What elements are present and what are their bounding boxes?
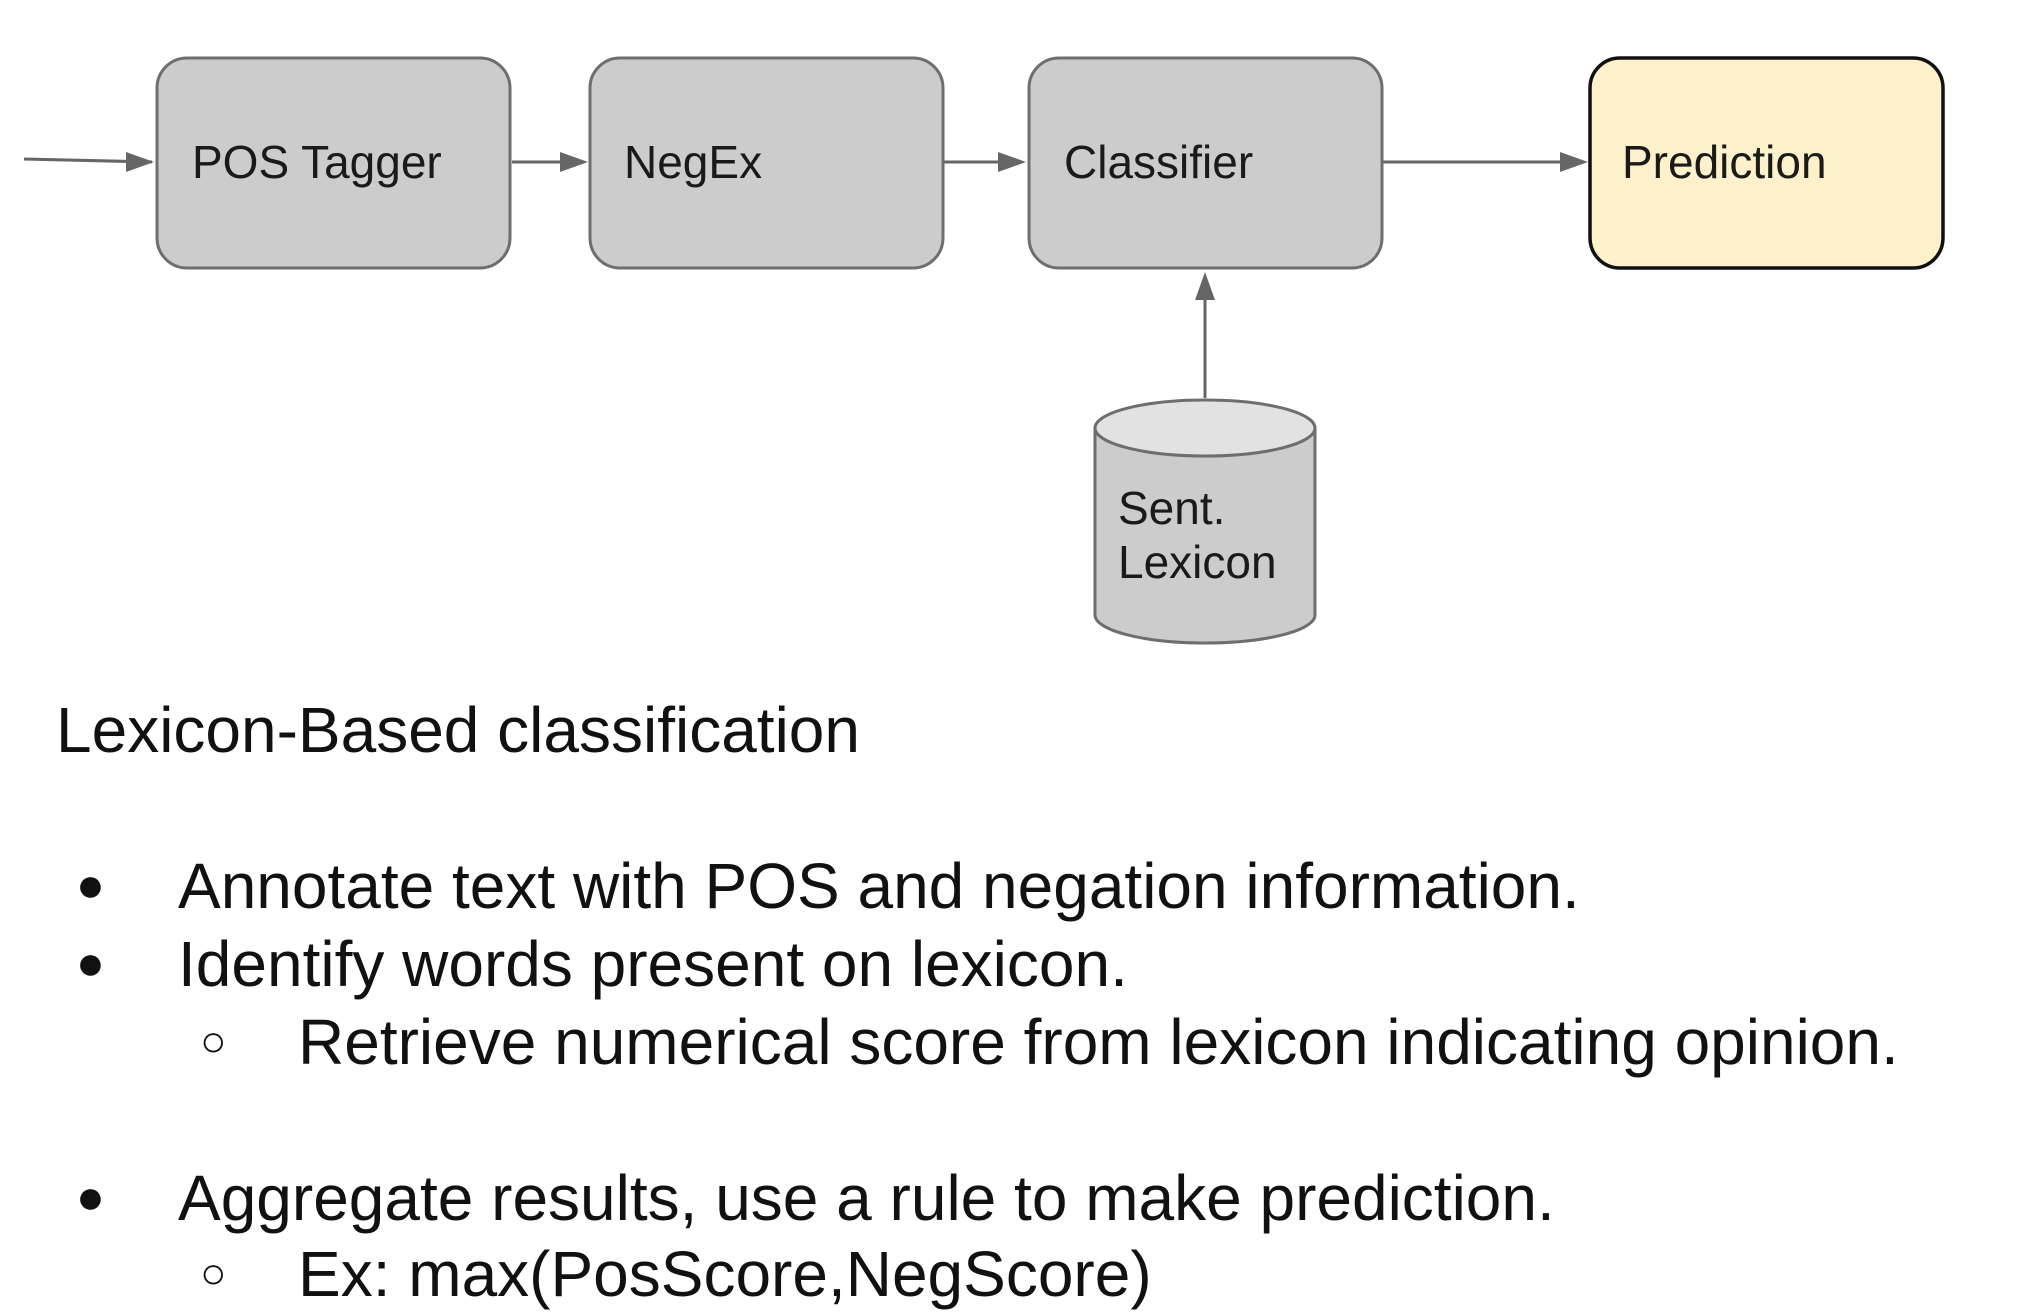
node-prediction: Prediction (1588, 56, 1945, 270)
lexicon-label-line2: Lexicon (1118, 536, 1277, 588)
list-item: ○ Retrieve numerical score from lexicon … (0, 1004, 2044, 1080)
arrowhead-lexicon-to-classifier (1195, 272, 1215, 300)
bullet-text: Identify words present on lexicon. (178, 928, 1128, 1000)
section-title: Lexicon-Based classification (56, 694, 860, 766)
pos-tagger-box (155, 56, 512, 270)
prediction-label: Prediction (1622, 136, 1827, 188)
bullet-text: Aggregate results, use a rule to make pr… (178, 1162, 1555, 1234)
node-classifier: Classifier (1027, 56, 1384, 270)
negex-label: NegEx (624, 136, 762, 188)
arrowhead-negex-to-classifier (998, 152, 1026, 172)
pos-tagger-label: POS Tagger (192, 136, 442, 188)
list-item: ● Aggregate results, use a rule to make … (0, 1160, 2044, 1236)
connectors (23, 152, 1588, 398)
bullet-circle: ○ (200, 1017, 227, 1066)
list-item: ○ Ex: max(PosScore,NegScore) (0, 1236, 2044, 1312)
pipeline-diagram: POS Tagger NegEx Classifier Prediction S… (23, 56, 1945, 645)
list-item: ● Identify words present on lexicon. (0, 926, 2044, 1002)
classifier-box (1027, 56, 1384, 270)
bullet-dot: ● (76, 937, 105, 990)
classifier-label: Classifier (1064, 136, 1253, 188)
prediction-box (1588, 56, 1945, 270)
node-pos-tagger: POS Tagger (155, 56, 512, 270)
bullet-dot: ● (76, 1171, 105, 1224)
bullet-circle: ○ (200, 1249, 227, 1298)
lexicon-cylinder-top (1093, 398, 1317, 458)
bullet-text: Annotate text with POS and negation info… (178, 850, 1580, 922)
arrowhead-classifier-to-prediction (1560, 152, 1588, 172)
input-arrowhead (126, 152, 154, 172)
arrowhead-pos-to-negex (560, 152, 588, 172)
lexicon-cylinder-body (1093, 428, 1317, 645)
bullet-text: Retrieve numerical score from lexicon in… (298, 1006, 1899, 1078)
node-sentiment-lexicon: Sent. Lexicon (1093, 398, 1317, 645)
bullet-dot: ● (76, 859, 105, 912)
negex-box (588, 56, 945, 270)
node-negex: NegEx (588, 56, 945, 270)
list-item: ● Annotate text with POS and negation in… (0, 848, 2044, 924)
lexicon-label-line1: Sent. (1118, 482, 1225, 534)
bullet-text: Ex: max(PosScore,NegScore) (298, 1238, 1152, 1310)
